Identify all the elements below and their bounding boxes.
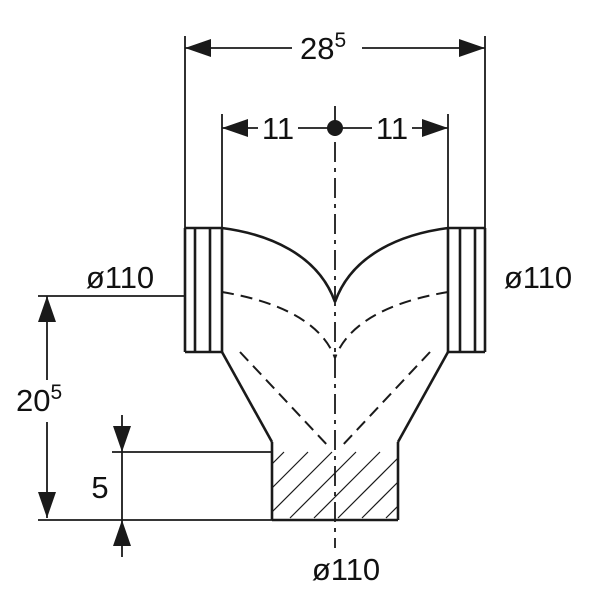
arrow-down-icon	[113, 426, 131, 452]
dim-insertion-depth-label: 5	[91, 470, 108, 505]
label-right-socket-diameter: ø110	[504, 260, 572, 295]
hatch-line	[361, 481, 399, 519]
arrow-right-icon	[422, 119, 448, 137]
dim-overall-height-label: 205	[16, 381, 62, 418]
hatching	[271, 451, 399, 519]
dimension-insertion-depth: 5	[38, 415, 272, 557]
dim-left-branch-label: 11	[262, 111, 294, 146]
bottom-outlet-diameter-label: ø110	[312, 552, 380, 587]
arrow-up-icon	[113, 520, 131, 546]
arrow-left-icon	[222, 119, 248, 137]
hatch-line	[337, 457, 399, 519]
right-body-wall	[396, 351, 450, 443]
dimension-branch-spacing: 11 11	[221, 111, 449, 230]
right-inner-arc	[334, 291, 449, 359]
bottom-outlet-outline	[270, 442, 400, 522]
hatch-line	[271, 451, 309, 489]
hatch-line	[271, 451, 285, 465]
arrow-down-icon	[38, 492, 56, 518]
hatch-line	[313, 451, 381, 519]
fitting-outline	[183, 226, 487, 522]
right-inner-bore	[339, 351, 431, 449]
right-branch-arc	[333, 226, 449, 303]
dim-right-branch-label: 11	[376, 111, 408, 146]
label-left-socket-diameter: ø110	[38, 260, 184, 297]
left-socket-outline	[183, 226, 224, 354]
arrow-up-icon	[38, 296, 56, 322]
left-inner-arc	[221, 291, 336, 359]
left-branch-arc	[221, 226, 337, 303]
label-bottom-outlet-diameter: ø110	[312, 552, 380, 587]
arrow-right-icon	[459, 39, 485, 57]
hatch-line	[289, 451, 357, 519]
hatch-line	[271, 451, 333, 513]
left-body-wall	[220, 351, 274, 443]
hatch-line	[385, 505, 399, 519]
dimension-overall-width: 285	[184, 29, 486, 230]
left-socket-diameter-label: ø110	[86, 260, 154, 295]
arrow-left-icon	[185, 39, 211, 57]
hidden-lines	[221, 291, 449, 449]
left-inner-bore	[239, 351, 331, 449]
center-dot	[327, 120, 343, 136]
right-socket-outline	[446, 226, 487, 354]
dim-overall-width-label: 285	[300, 29, 346, 66]
dimension-overall-height: 205	[16, 296, 62, 518]
right-socket-diameter-label: ø110	[504, 260, 572, 295]
